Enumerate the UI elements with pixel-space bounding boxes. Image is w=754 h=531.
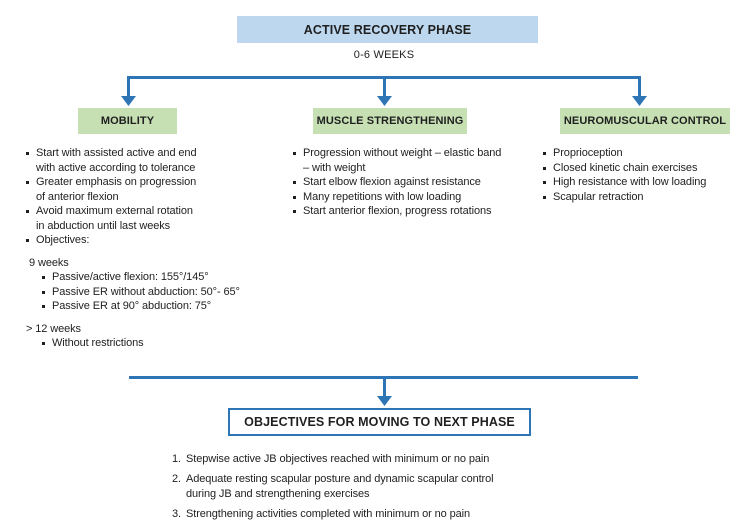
muscle-strengthening-header-label: MUSCLE STRENGTHENING	[316, 115, 464, 127]
list-item: Many repetitions with low loading	[293, 190, 538, 205]
bullet-icon	[293, 190, 303, 205]
arrowhead-middle	[377, 96, 392, 106]
phase-title-box: ACTIVE RECOVERY PHASE	[237, 16, 538, 43]
muscle-strengthening-notes: Progression without weight – elastic ban…	[293, 146, 538, 219]
bullet-label: Scapular retraction	[553, 190, 644, 203]
list-item: Objectives:	[26, 233, 281, 248]
list-item: Avoid maximum external rotation in abduc…	[26, 204, 281, 233]
list-item: Closed kinetic chain exercises	[543, 161, 743, 176]
bullet-label: Greater emphasis on progression of anter…	[36, 176, 197, 203]
item-label: Adequate resting scapular posture and dy…	[186, 473, 494, 500]
bullet-label: Passive ER at 90° abduction: 75°	[52, 300, 212, 312]
item-number: 2.	[172, 473, 181, 485]
duration-label: 0-6 WEEKS	[353, 49, 415, 61]
subsection-9-weeks-list: Passive/active flexion: 155°/145° Passiv…	[42, 270, 281, 314]
arrowhead-left	[121, 96, 136, 106]
bullet-label: Proprioception	[553, 147, 623, 159]
bullet-icon	[543, 175, 553, 190]
arrowhead-bottom	[377, 396, 392, 406]
bullet-label: Passive ER without abduction: 50°- 65°	[52, 285, 240, 298]
numbered-item: 1. Stepwise active JB objectives reached…	[172, 452, 592, 467]
mobility-notes: Start with assisted active and end with …	[26, 146, 281, 351]
list-item: Passive/active flexion: 155°/145°	[42, 270, 281, 285]
list-item: Greater emphasis on progression of anter…	[26, 175, 281, 204]
subsection-12-weeks-list: Without restrictions	[42, 336, 281, 351]
list-item: Start with assisted active and end with …	[26, 146, 281, 175]
bullet-label: Without restrictions	[52, 337, 144, 349]
bullet-label: Objectives:	[36, 234, 90, 246]
bullet-label: Start with assisted active and end with …	[36, 147, 197, 174]
bullet-label: Start elbow flexion against resistance	[303, 176, 481, 188]
list-item: Start anterior flexion, progress rotatio…	[293, 204, 538, 219]
bullet-icon	[543, 146, 553, 161]
bullet-icon	[293, 146, 303, 175]
bullet-icon	[26, 175, 36, 204]
item-number: 1.	[172, 453, 181, 465]
bullet-icon	[26, 146, 36, 175]
bullet-icon	[293, 204, 303, 219]
bullet-icon	[26, 233, 36, 248]
column-header-muscle-strengthening: MUSCLE STRENGTHENING	[313, 108, 467, 134]
phase-title: ACTIVE RECOVERY PHASE	[303, 22, 472, 37]
bullet-icon	[42, 336, 52, 351]
item-label: Stepwise active JB objectives reached wi…	[186, 453, 490, 465]
bullet-label: Closed kinetic chain exercises	[553, 161, 698, 174]
top-connector	[121, 76, 647, 106]
numbered-item: 2. Adequate resting scapular posture and…	[172, 472, 592, 502]
bullet-label: Start anterior flexion, progress rotatio…	[303, 205, 492, 217]
item-label: Strengthening activities completed with …	[186, 508, 471, 520]
bullet-label: High resistance with low loading	[553, 176, 707, 188]
list-item: Start elbow flexion against resistance	[293, 175, 538, 190]
neuromuscular-control-header-label: NEUROMUSCULAR CONTROL	[563, 115, 727, 127]
bullet-icon	[26, 204, 36, 233]
bullet-label: Progression without weight – elastic ban…	[303, 147, 502, 174]
bullet-icon	[543, 190, 553, 205]
bullet-icon	[42, 299, 52, 314]
bullet-icon	[42, 270, 52, 285]
subsection-label-9-weeks: 9 weeks	[29, 256, 69, 269]
mobility-header-label: MOBILITY	[100, 115, 155, 127]
neuromuscular-control-notes: Proprioception Closed kinetic chain exer…	[543, 146, 743, 204]
bullet-label: Many repetitions with low loading	[303, 190, 462, 203]
bullet-icon	[543, 161, 553, 176]
list-item: Passive ER without abduction: 50°- 65°	[42, 285, 281, 300]
list-item: Without restrictions	[42, 336, 281, 351]
bullet-label: Passive/active flexion: 155°/145°	[52, 271, 209, 283]
list-item: Scapular retraction	[543, 190, 743, 205]
bullet-icon	[293, 175, 303, 190]
item-number: 3.	[172, 508, 181, 520]
bottom-connector	[129, 376, 638, 406]
next-phase-title: OBJECTIVES FOR MOVING TO NEXT PHASE	[244, 415, 515, 429]
bullet-label: Avoid maximum external rotation in abduc…	[36, 205, 193, 232]
next-phase-objectives: 1. Stepwise active JB objectives reached…	[172, 452, 592, 527]
list-item: Passive ER at 90° abduction: 75°	[42, 299, 281, 314]
next-phase-box: OBJECTIVES FOR MOVING TO NEXT PHASE	[228, 408, 531, 436]
bullet-icon	[42, 285, 52, 300]
column-header-mobility: MOBILITY	[78, 108, 177, 134]
list-item: Proprioception	[543, 146, 743, 161]
list-item: Progression without weight – elastic ban…	[293, 146, 538, 175]
numbered-item: 3. Strengthening activities completed wi…	[172, 507, 592, 522]
subsection-label-12-weeks: > 12 weeks	[26, 322, 81, 335]
list-item: High resistance with low loading	[543, 175, 743, 190]
arrowhead-right	[632, 96, 647, 106]
column-header-neuromuscular-control: NEUROMUSCULAR CONTROL	[560, 108, 730, 134]
